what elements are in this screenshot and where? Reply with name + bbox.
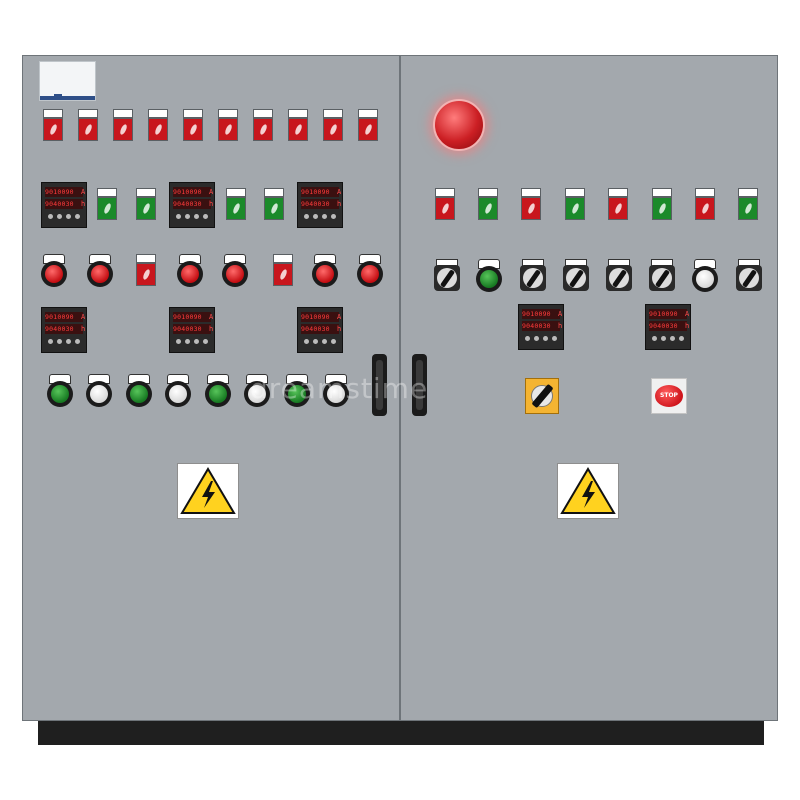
push-button-red[interactable] (177, 254, 203, 288)
indicator-lamp-red (183, 109, 203, 142)
stop-button-label: STOP (655, 385, 683, 407)
push-button-green[interactable] (205, 374, 231, 408)
indicator-lamp-red (695, 188, 715, 221)
indicator-lamp-red (78, 109, 98, 142)
push-button-green[interactable] (126, 374, 152, 408)
push-button-white[interactable] (86, 374, 112, 408)
push-button-white[interactable] (165, 374, 191, 408)
indicator-lamp-red (435, 188, 455, 221)
high-voltage-warning-icon (557, 463, 619, 519)
push-button-white[interactable] (323, 374, 349, 408)
push-button-red[interactable] (87, 254, 113, 288)
indicator-lamp-red (323, 109, 343, 142)
selector-switch[interactable] (736, 259, 762, 293)
indicator-lamp-green (226, 188, 246, 221)
indicator-lamp-green (652, 188, 672, 221)
indicator-lamp-red (273, 254, 293, 287)
selector-switch[interactable] (606, 259, 632, 293)
indicator-lamp-red (253, 109, 273, 142)
indicator-lamp-red (43, 109, 63, 142)
selector-switch[interactable] (434, 259, 460, 293)
indicator-lamp-red (218, 109, 238, 142)
push-button-white[interactable] (244, 374, 270, 408)
stop-button[interactable]: STOP (651, 378, 687, 414)
indicator-lamp-red (113, 109, 133, 142)
cabinet-plinth (38, 721, 764, 745)
selector-switch[interactable] (649, 259, 675, 293)
indicator-lamp-red (358, 109, 378, 142)
selector-switch[interactable] (563, 259, 589, 293)
indicator-lamp-green (478, 188, 498, 221)
indicator-lamp-red (136, 254, 156, 287)
door-handle-right[interactable] (412, 354, 427, 416)
indicator-lamp-green (136, 188, 156, 221)
push-button-green[interactable] (476, 259, 502, 293)
indicator-lamp-red (521, 188, 541, 221)
push-button-red[interactable] (357, 254, 383, 288)
indicator-lamp-green (565, 188, 585, 221)
right-door (400, 55, 778, 721)
main-rotary-switch[interactable] (525, 378, 559, 414)
push-button-white[interactable] (692, 259, 718, 293)
push-button-red[interactable] (41, 254, 67, 288)
push-button-green[interactable] (47, 374, 73, 408)
indicator-lamp-red (148, 109, 168, 142)
indicator-lamp-red (608, 188, 628, 221)
selector-switch[interactable] (520, 259, 546, 293)
indicator-lamp-green (264, 188, 284, 221)
push-button-red[interactable] (312, 254, 338, 288)
indicator-lamp-red (288, 109, 308, 142)
indicator-lamp-green (738, 188, 758, 221)
door-handle-left[interactable] (372, 354, 387, 416)
indicator-lamp-green (97, 188, 117, 221)
red-beacon-icon (433, 99, 485, 151)
high-voltage-warning-icon (177, 463, 239, 519)
push-button-green[interactable] (284, 374, 310, 408)
label-plate (39, 61, 96, 101)
push-button-red[interactable] (222, 254, 248, 288)
